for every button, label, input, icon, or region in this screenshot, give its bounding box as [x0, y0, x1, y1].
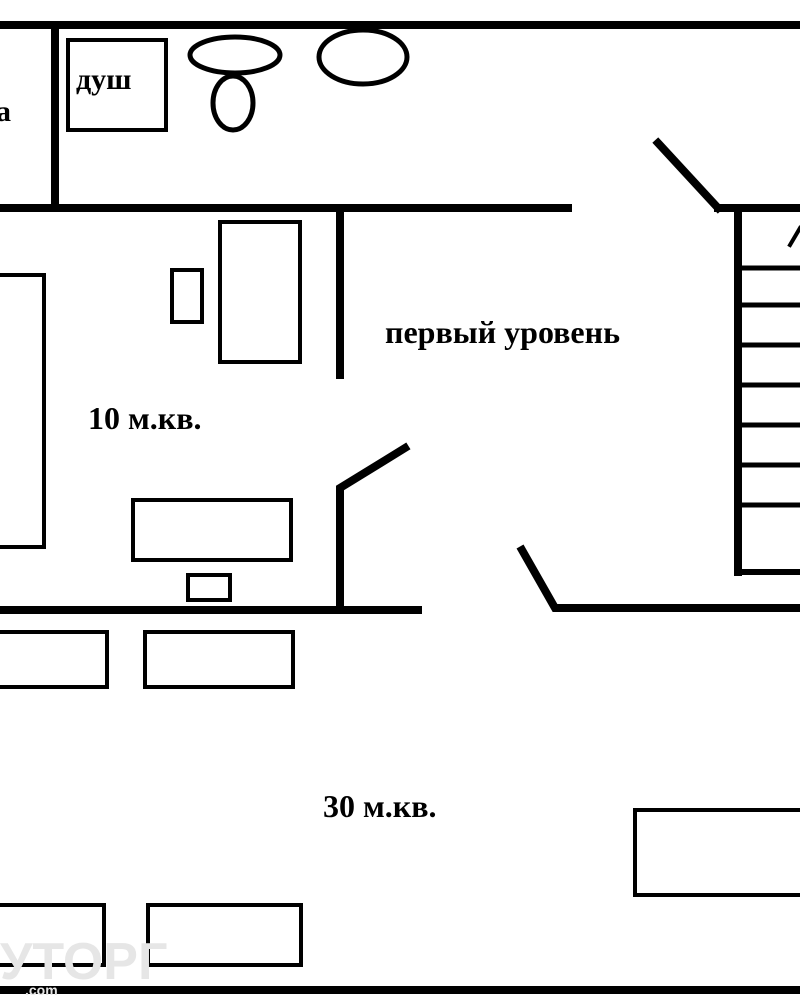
toilet-tank: [187, 34, 283, 76]
table-bottom-middle: [146, 903, 303, 967]
nightstand: [170, 268, 204, 324]
stair-door-swing: [652, 137, 724, 214]
shower-cabin: [66, 38, 168, 132]
large-room-area-label: 30 м.кв.: [323, 788, 437, 824]
table-bottom-left: [0, 903, 106, 967]
small-room-door: [336, 442, 411, 609]
sink: [316, 27, 410, 87]
small-room-area-label: 10 м.кв.: [88, 400, 202, 436]
sofa: [633, 808, 800, 897]
bed: [0, 273, 46, 549]
lower-partition-door: [516, 544, 800, 612]
toilet-bowl: [210, 73, 256, 133]
wardrobe: [218, 220, 302, 364]
watermark-sub: .com: [25, 982, 58, 998]
cabinet-left: [0, 630, 109, 689]
shower-label: душ: [76, 63, 132, 96]
cabinet-middle: [143, 630, 295, 689]
stair-arrow: [787, 225, 800, 248]
chair: [186, 573, 232, 602]
cut-left-label: а: [0, 95, 11, 128]
desk: [131, 498, 293, 562]
first-level-label: первый уровень: [385, 314, 620, 350]
watermark-brand: УТОРГ: [0, 933, 168, 991]
